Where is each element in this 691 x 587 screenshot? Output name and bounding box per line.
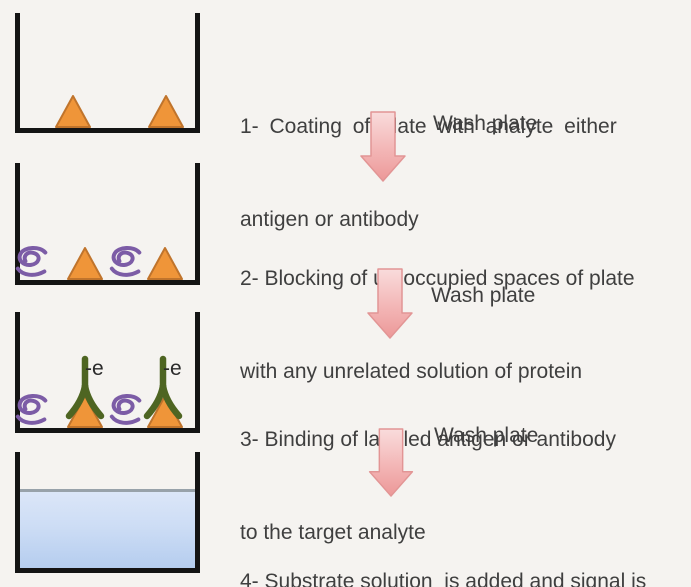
blocking-protein-icon (15, 246, 48, 277)
step-1-line-2: antigen or antibody (240, 208, 419, 231)
wash-plate-label: Wash plate (433, 112, 538, 135)
well-plate-4 (15, 452, 200, 573)
antigen-icon (67, 247, 103, 280)
antigen-icon (147, 247, 183, 280)
step-3-line-2: to the target analyte (240, 521, 426, 544)
substrate-liquid (20, 489, 195, 568)
blocking-protein-icon (109, 394, 142, 425)
enzyme-label: -e (163, 357, 182, 380)
step-3-line-1: 3- Binding of labeled antigen or antibod… (240, 428, 616, 451)
step-1-line-1: 1- Coating of plate with analyte either (240, 115, 617, 138)
antigen-icon (55, 95, 91, 128)
step-3-text: 3- Binding of labeled antigen or antibod… (240, 362, 616, 587)
labeled-antibody-icon (143, 355, 183, 420)
well-plate-1 (15, 13, 200, 133)
well-plate-2 (15, 163, 200, 285)
step-4-text: 4- Substrate solution is added and signa… (240, 504, 646, 587)
step-2-text: 2- Blocking of un-occupied spaces of pla… (240, 201, 635, 449)
enzyme-label: -e (85, 357, 104, 380)
well-plate-3: -e -e (15, 312, 200, 433)
wash-arrow-icon (368, 428, 414, 497)
antigen-icon (148, 95, 184, 128)
step-4-line-1: 4- Substrate solution is added and signa… (240, 570, 647, 587)
blocking-protein-icon (109, 246, 142, 277)
step-2-line-2: with any unrelated solution of protein (240, 360, 583, 383)
wash-arrow-icon (360, 111, 406, 182)
wash-arrow-icon (367, 268, 413, 339)
blocking-protein-icon (15, 394, 48, 425)
labeled-antibody-icon (65, 355, 105, 420)
wash-plate-label: Wash plate (431, 284, 536, 307)
wash-plate-label: Wash plate (434, 424, 539, 447)
